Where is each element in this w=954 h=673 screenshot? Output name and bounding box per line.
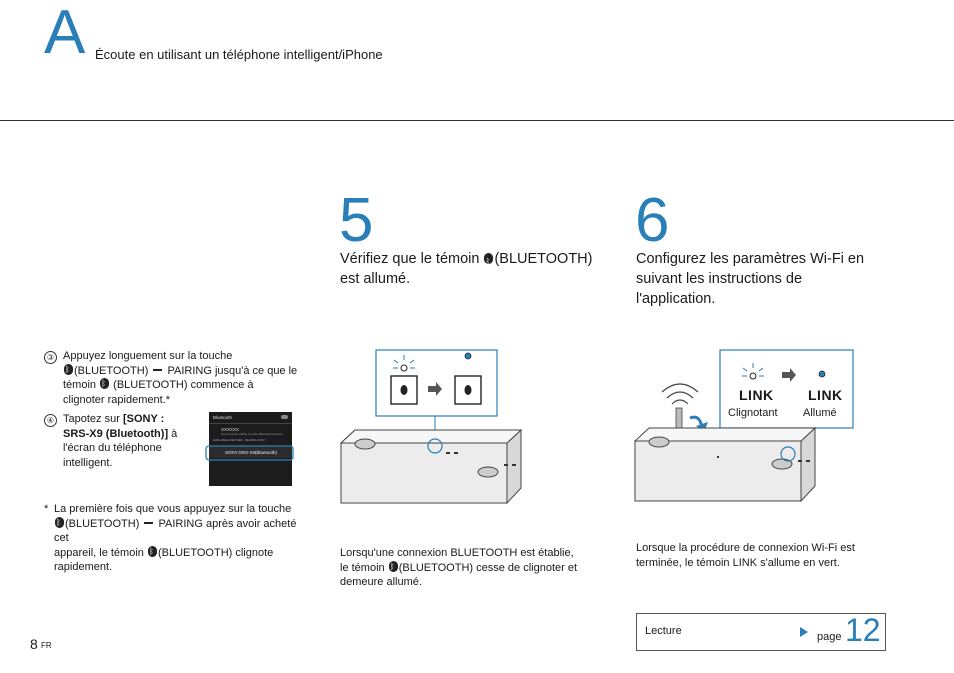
bluetooth-icon [55, 516, 64, 530]
step-3-text: Appuyez longuement sur la touche (BLUETO… [63, 349, 298, 407]
phone-subtext: Not currently visible to other Bluetooth… [221, 432, 283, 436]
footnote-text: La première fois que vous appuyez sur la… [54, 502, 314, 575]
phone-screenshot: Bluetooth XXXXXX Not currently visible t… [209, 412, 292, 486]
note-mark: * [44, 503, 49, 515]
phone-title: Bluetooth [213, 415, 233, 420]
phone-highlight [205, 445, 294, 461]
bluetooth-icon [64, 363, 73, 377]
page-word: page [817, 631, 842, 643]
toggle-icon [281, 415, 288, 419]
step-4-number: ④ [44, 413, 57, 428]
page-number: 8 [30, 636, 38, 652]
page-reference-number: 12 [845, 612, 881, 648]
section-title: Écoute en utilisant un téléphone intelli… [95, 47, 383, 62]
play-arrow-icon [800, 627, 808, 637]
phone-device: XXXXXX [221, 427, 240, 432]
step-6-instruction: Configurez les paramètres Wi-Fi en suiva… [636, 251, 865, 307]
reading-reference-box[interactable]: Lecture page 12 [636, 612, 886, 651]
arrow-icon [144, 521, 154, 524]
speaker-bluetooth-illustration [339, 349, 523, 505]
step-5-instruction: Vérifiez que le témoin (BLUETOOTH) est a… [340, 249, 605, 289]
phone-item-sony[interactable]: SONY:SRS-X9(Bluetooth) [225, 450, 278, 455]
section-letter: A [44, 0, 86, 67]
bluetooth-icon [100, 377, 110, 392]
state-blinking: Clignotant [728, 407, 778, 419]
phone-col1: AVAILABLE DEVICES [213, 438, 243, 442]
bluetooth-icon [484, 252, 494, 272]
link-label-on: LINK [808, 387, 843, 403]
language-code: FR [41, 641, 52, 650]
phone-col2: SEARCH FOR [245, 438, 265, 442]
link-label-blinking: LINK [739, 387, 774, 403]
bluetooth-icon [147, 545, 157, 559]
speaker-wifi-illustration [633, 349, 854, 503]
step-3-number: ③ [44, 350, 57, 365]
step-4-text: Tapotez sur [SONY : SRS-X9 (Bluetooth)] … [63, 413, 178, 469]
step-6-number: 6 [635, 186, 670, 255]
header-divider [0, 120, 954, 121]
state-on: Allumé [803, 407, 837, 419]
bluetooth-icon [388, 560, 398, 574]
step-6-caption: Lorsque la procédure de connexion Wi-Fi … [636, 542, 855, 569]
step-5-number: 5 [339, 186, 374, 255]
reading-label: Lecture [645, 625, 682, 637]
arrow-icon [153, 368, 163, 371]
step-5-caption: Lorsqu'une connexion BLUETOOTH est établ… [340, 546, 610, 590]
